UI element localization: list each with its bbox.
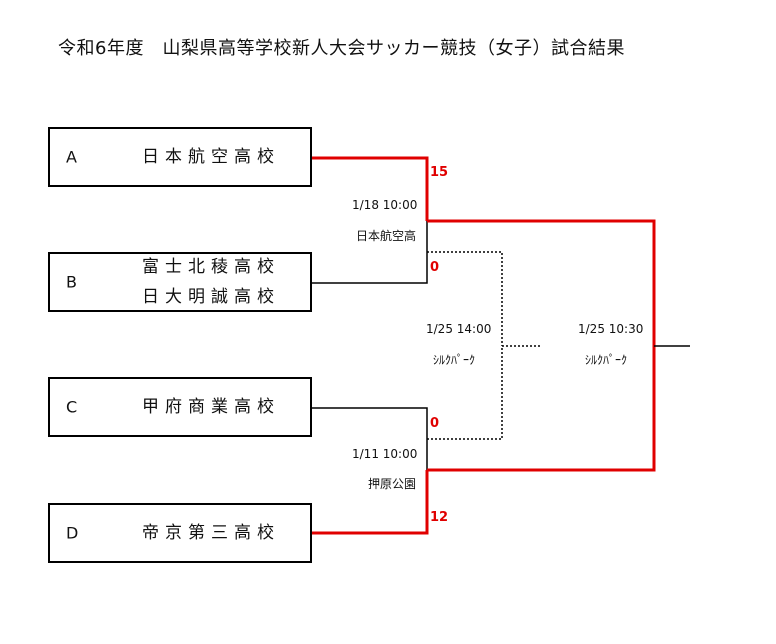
team-name-d: 帝京第三高校 [142, 523, 280, 543]
team-box-a: A 日本航空高校 [48, 127, 312, 187]
date-semi2: 1/11 10:00 [352, 447, 418, 461]
team-name-b-1: 富士北稜高校 [142, 257, 280, 277]
team-box-c: C 甲府商業高校 [48, 377, 312, 437]
bracket-line-final-top [427, 219, 656, 346]
bracket-line-consolation-top [427, 251, 503, 346]
bracket-line-consolation-bottom [427, 346, 503, 440]
bracket-line-b [312, 221, 428, 284]
team-name-b-2: 日大明誠高校 [142, 287, 280, 307]
bracket-line-final-bottom [427, 346, 656, 472]
venue-semi2: 押原公園 [368, 477, 417, 491]
venue-final: ｼﾙｸﾊﾟｰｸ [585, 353, 628, 367]
page-title: 令和6年度 山梨県高等学校新人大会サッカー競技（女子）試合結果 [58, 38, 625, 59]
team-box-d: D 帝京第三高校 [48, 503, 312, 563]
date-semi1: 1/18 10:00 [352, 198, 418, 212]
score-semi2-top: 0 [430, 416, 440, 431]
score-semi2-bottom: 12 [430, 510, 449, 525]
team-box-b: B 富士北稜高校 日大明誠高校 [48, 252, 312, 312]
score-semi1-top: 15 [430, 165, 449, 180]
team-letter-b: B [66, 272, 77, 292]
bracket-line-c [312, 407, 428, 470]
bracket-line-d [312, 470, 429, 535]
team-name-a: 日本航空高校 [142, 147, 280, 167]
venue-consolation: ｼﾙｸﾊﾟｰｸ [433, 353, 476, 367]
date-final: 1/25 10:30 [578, 322, 644, 336]
score-semi1-bottom: 0 [430, 260, 440, 275]
date-consolation: 1/25 14:00 [426, 322, 492, 336]
team-name-c: 甲府商業高校 [142, 397, 280, 417]
bracket-line-a [312, 156, 429, 221]
team-letter-c: C [66, 397, 78, 417]
team-letter-d: D [66, 523, 79, 543]
venue-semi1: 日本航空高 [356, 229, 417, 243]
team-letter-a: A [66, 147, 77, 167]
